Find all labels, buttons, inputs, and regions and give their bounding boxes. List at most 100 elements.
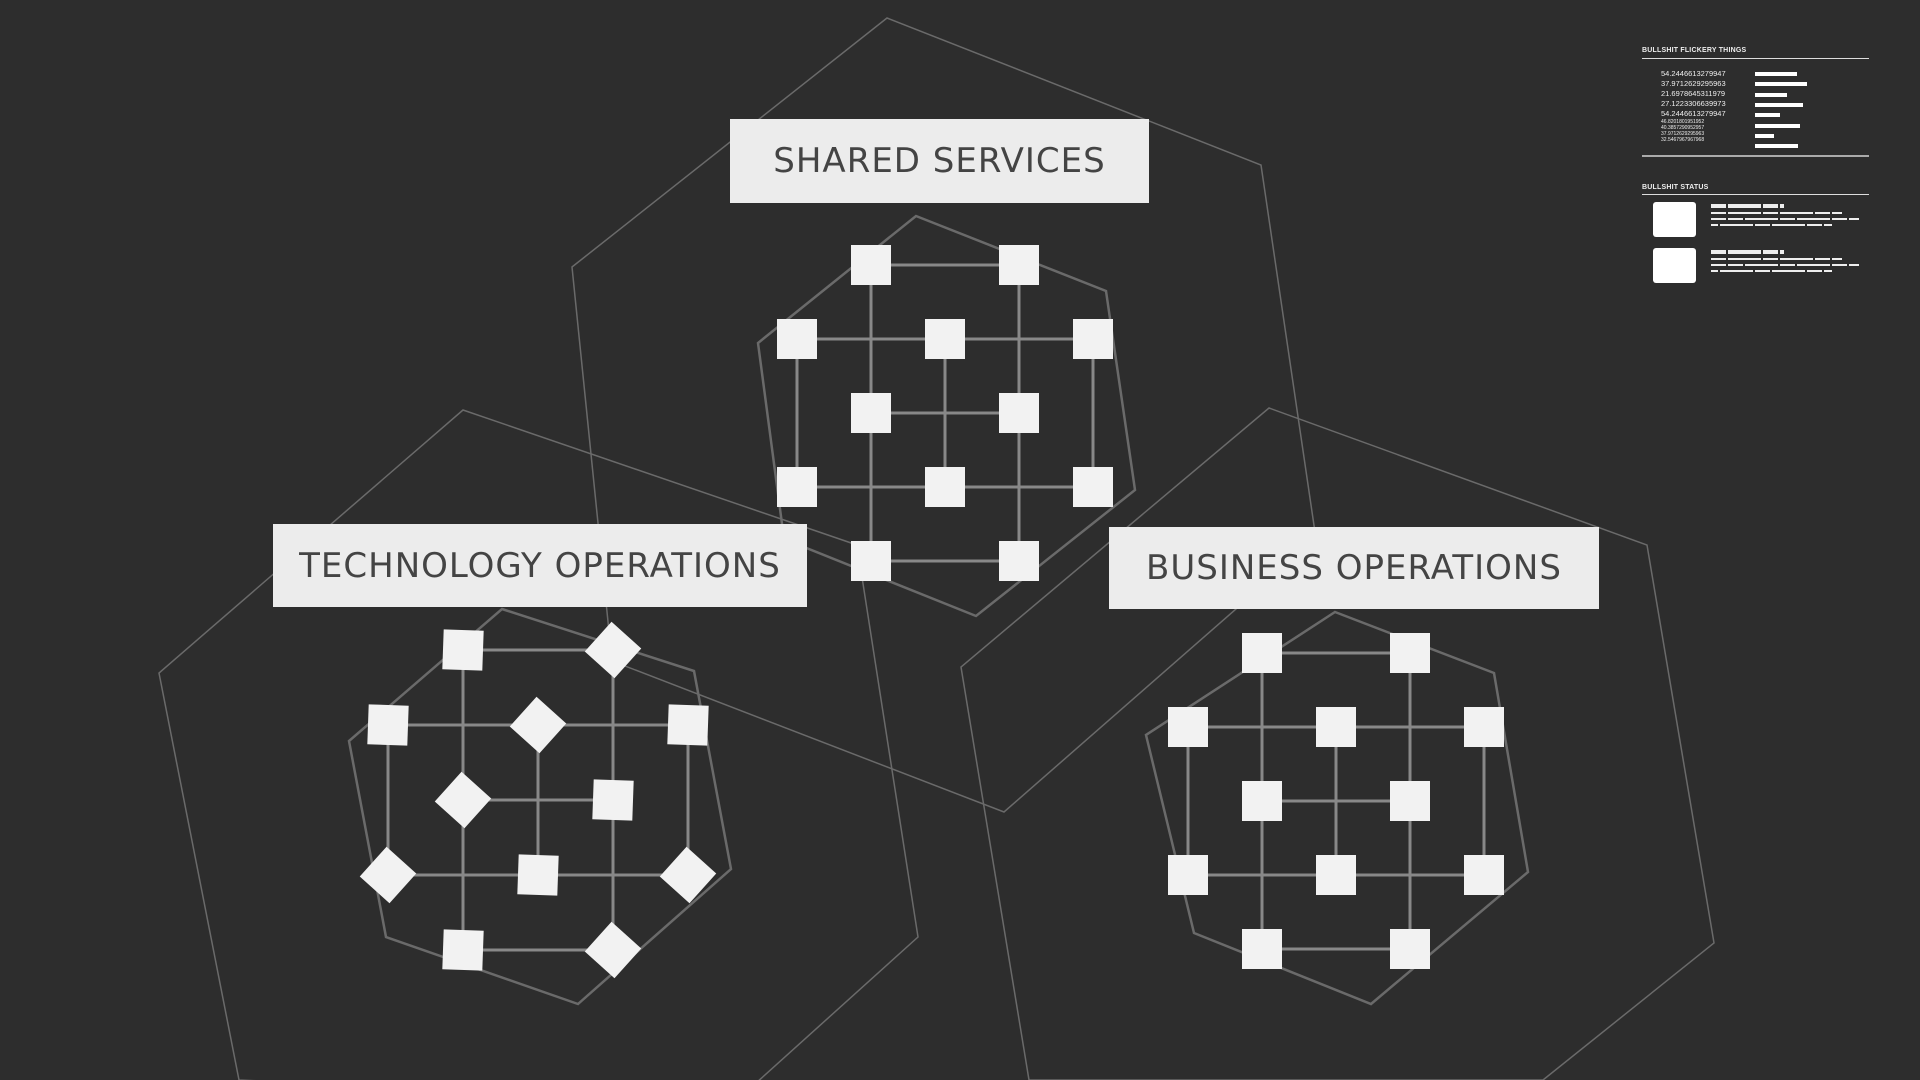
text-line [1728, 218, 1743, 220]
technology-node [517, 854, 559, 896]
bar [1755, 92, 1788, 97]
business-node [1390, 781, 1430, 821]
number-value: 27.1223306639973 [1661, 99, 1726, 108]
text-line [1720, 224, 1753, 226]
number-value-small: 40.3857290952957 [1661, 125, 1705, 131]
shared-inner-hexagon [756, 214, 1137, 618]
text-line [1832, 264, 1847, 266]
text-line [1728, 212, 1761, 214]
shared-node [999, 393, 1039, 433]
technology-node [367, 704, 409, 746]
text-line [1849, 218, 1859, 220]
shared-services-label: SHARED SERVICES [730, 119, 1149, 203]
text-line [1745, 218, 1778, 220]
text-line [1815, 212, 1830, 214]
shared-node [925, 467, 965, 507]
text-line [1772, 224, 1805, 226]
text-line [1763, 212, 1778, 214]
technology-node [442, 629, 484, 671]
text-line [1780, 264, 1795, 266]
text-line [1711, 224, 1718, 226]
shared-node [999, 541, 1039, 581]
business-inner-hexagon [1144, 610, 1530, 1006]
text-line [1797, 264, 1830, 266]
technology-operations-label: TECHNOLOGY OPERATIONS [273, 524, 807, 607]
text-line [1772, 270, 1805, 272]
number-value: 54.2446613279947 [1661, 69, 1726, 78]
technology-node [667, 704, 709, 746]
text-line [1849, 264, 1859, 266]
shared-node [777, 319, 817, 359]
bar [1755, 123, 1801, 128]
text-line [1728, 250, 1761, 254]
text-line [1780, 218, 1795, 220]
shared-outer-hexagon [571, 17, 1317, 813]
number-value-small: 32.5467967967968 [1661, 137, 1705, 143]
technology-node [659, 846, 717, 904]
shared-node [925, 319, 965, 359]
text-line [1824, 224, 1832, 226]
business-node [1168, 707, 1208, 747]
number-value-small: 46.8201801951952 [1661, 119, 1705, 125]
business-node [1390, 929, 1430, 969]
text-line [1763, 204, 1778, 208]
shared-node [851, 541, 891, 581]
business-operations-label: BUSINESS OPERATIONS [1109, 527, 1599, 609]
text-line [1711, 250, 1726, 254]
bar [1755, 82, 1807, 87]
text-line [1728, 258, 1761, 260]
technology-node [509, 696, 567, 754]
technology-node [592, 779, 634, 821]
divider [1642, 58, 1869, 59]
bar [1755, 133, 1775, 138]
text-line [1711, 212, 1726, 214]
text-line [1815, 258, 1830, 260]
number-value: 37.9712629295963 [1661, 79, 1726, 88]
text-line [1832, 258, 1842, 260]
bar [1755, 144, 1799, 149]
text-line [1832, 218, 1847, 220]
divider [1642, 194, 1869, 195]
text-line [1824, 270, 1832, 272]
shared-node [851, 245, 891, 285]
business-node [1316, 707, 1356, 747]
number-value: 54.2446613279947 [1661, 109, 1726, 118]
business-node [1464, 855, 1504, 895]
technology-node [442, 929, 484, 971]
business-node [1464, 707, 1504, 747]
status-thumbnail [1653, 248, 1696, 283]
text-line [1780, 250, 1784, 254]
business-node [1242, 929, 1282, 969]
text-line [1797, 218, 1830, 220]
text-line [1780, 212, 1813, 214]
business-node [1168, 855, 1208, 895]
technology-inner-hexagon [347, 607, 733, 1006]
text-line [1763, 258, 1778, 260]
text-line [1711, 258, 1726, 260]
technology-node [359, 846, 417, 904]
business-node [1242, 781, 1282, 821]
text-line [1720, 270, 1753, 272]
bar [1755, 102, 1803, 107]
business-outer-hexagon [960, 407, 1715, 1080]
text-line [1711, 270, 1718, 272]
flickery-title: BULLSHIT FLICKERY THINGS [1642, 47, 1747, 54]
text-line [1728, 204, 1761, 208]
text-line [1755, 270, 1770, 272]
shared-node [1073, 467, 1113, 507]
business-node [1316, 855, 1356, 895]
text-line [1807, 270, 1822, 272]
number-value: 21.6978645311979 [1661, 89, 1726, 98]
shared-node [777, 467, 817, 507]
text-line [1728, 264, 1743, 266]
text-line [1763, 250, 1778, 254]
technology-node [584, 921, 642, 979]
shared-node [999, 245, 1039, 285]
number-value-small: 37.9712629295963 [1661, 131, 1705, 137]
technology-node [434, 771, 492, 829]
business-node [1242, 633, 1282, 673]
text-line [1780, 204, 1784, 208]
